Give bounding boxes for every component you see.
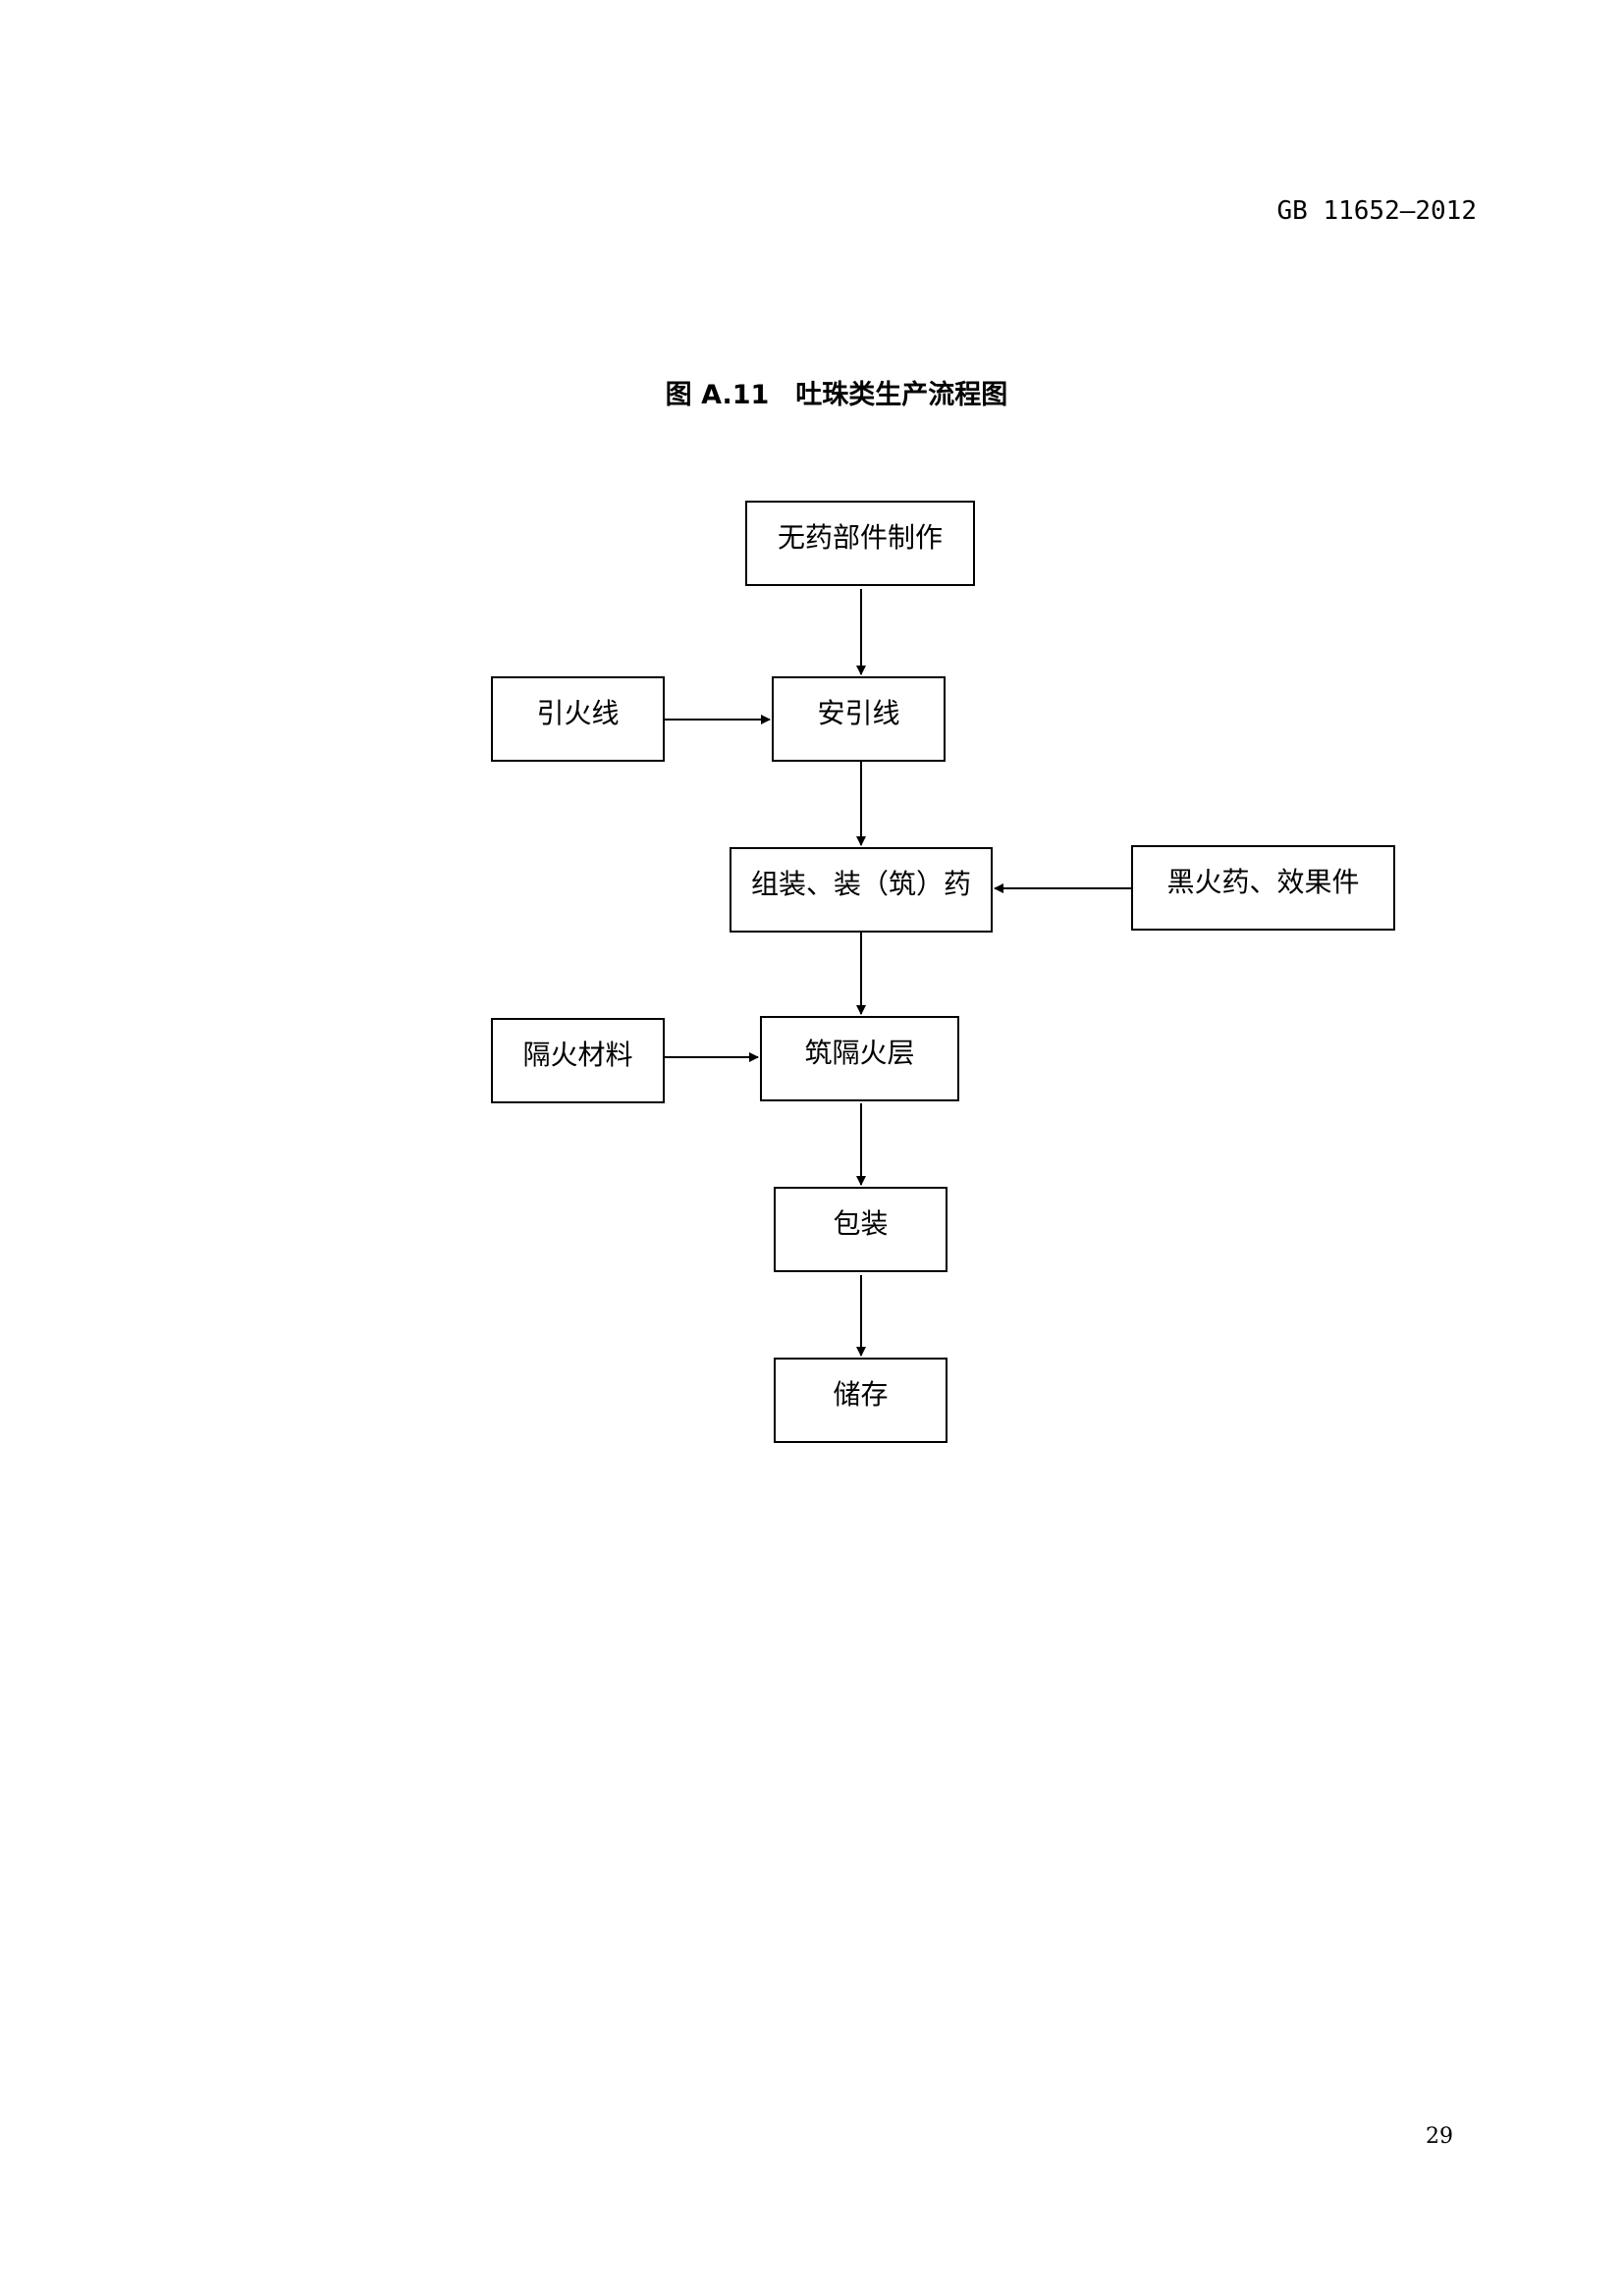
- node-n3: 安引线: [772, 676, 946, 762]
- node-n4: 组装、装（筑）药: [730, 847, 993, 933]
- node-n9: 储存: [774, 1358, 947, 1443]
- node-n6: 隔火材料: [491, 1018, 665, 1103]
- page-number: 29: [1426, 2124, 1453, 2149]
- node-n2: 引火线: [491, 676, 665, 762]
- node-n1: 无药部件制作: [745, 501, 975, 586]
- node-n7: 筑隔火层: [760, 1016, 959, 1101]
- node-n5: 黑火药、效果件: [1131, 845, 1395, 931]
- figure-title: 图 A.11 吐珠类生产流程图: [665, 380, 1008, 410]
- node-n8: 包装: [774, 1187, 947, 1272]
- standard-number: GB 11652—2012: [1276, 196, 1478, 226]
